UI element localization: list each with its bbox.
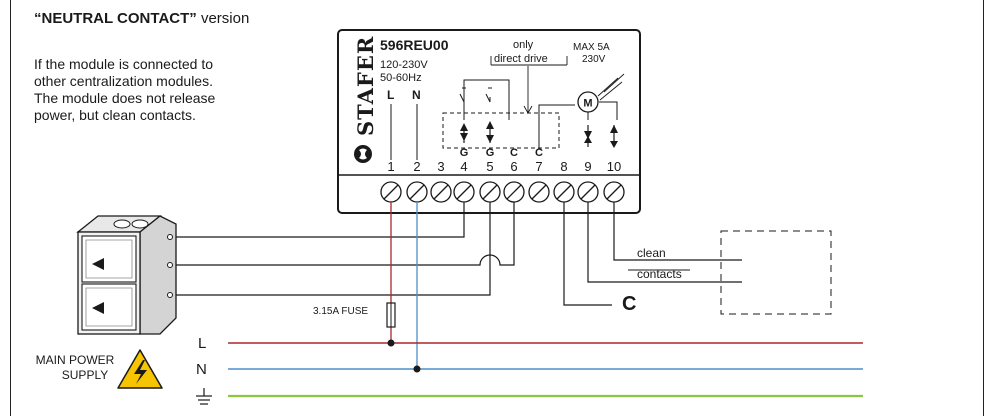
main-power-label: MAIN POWER bbox=[36, 353, 115, 367]
earth-ground-icon bbox=[196, 388, 212, 405]
page-title: “NEUTRAL CONTACT” version bbox=[34, 10, 250, 27]
terminal-number: 10 bbox=[607, 159, 621, 174]
module-voltage: 120-230V bbox=[380, 59, 428, 71]
description-line: If the module is connected to bbox=[34, 56, 213, 72]
description-line: power, but clean contacts. bbox=[34, 107, 196, 123]
pin-L-label: L bbox=[387, 88, 394, 102]
fuse-label: 3.15A FUSE bbox=[313, 306, 368, 317]
terminal-number: 1 bbox=[387, 159, 394, 174]
common-c-label: C bbox=[622, 293, 636, 315]
pin-N-label: N bbox=[412, 88, 421, 102]
terminal-number: 6 bbox=[510, 159, 517, 174]
contacts-label: contacts bbox=[637, 267, 682, 281]
max-voltage: 230V bbox=[582, 54, 606, 65]
arrow-marks bbox=[460, 121, 618, 148]
diagram-frame bbox=[10, 0, 984, 416]
terminal-number: 7 bbox=[535, 159, 542, 174]
note-direct-drive: direct drive bbox=[494, 53, 548, 65]
description-line: The module does not release bbox=[34, 90, 216, 106]
g-label-4: G bbox=[460, 147, 469, 159]
terminal-number: 3 bbox=[437, 159, 444, 174]
g-label-5: G bbox=[486, 147, 495, 159]
line-N-label: N bbox=[196, 361, 207, 378]
c-label-7: C bbox=[535, 147, 543, 159]
external-module-box bbox=[720, 230, 832, 315]
line-L-label: L bbox=[198, 335, 206, 352]
terminal-numbers: 1 2 3 4 5 6 7 8 9 10 bbox=[387, 159, 621, 174]
warning-high-voltage-icon bbox=[117, 349, 163, 389]
module-model: 596REU00 bbox=[380, 37, 449, 53]
module-frequency: 50-60Hz bbox=[380, 72, 422, 84]
note-only: only bbox=[513, 39, 534, 51]
external-wiring bbox=[170, 202, 742, 306]
junction-N bbox=[413, 365, 421, 373]
terminal-number: 8 bbox=[560, 159, 567, 174]
terminal-number: 2 bbox=[413, 159, 420, 174]
clean-label: clean bbox=[637, 246, 666, 260]
description-text: If the module is connected to other cent… bbox=[34, 56, 304, 124]
junction-L bbox=[387, 339, 395, 347]
c-label-6: C bbox=[510, 147, 518, 159]
fuse bbox=[386, 302, 396, 328]
terminal-number: 9 bbox=[584, 159, 591, 174]
wall-switch-icon bbox=[76, 215, 177, 335]
max-current: MAX 5A bbox=[573, 42, 610, 53]
supply-label: SUPPLY bbox=[62, 368, 108, 382]
internal-wiring bbox=[390, 79, 618, 160]
svg-text:M: M bbox=[583, 98, 592, 110]
svg-text:STAFER: STAFER bbox=[353, 36, 378, 136]
description-line: other centralization modules. bbox=[34, 73, 213, 89]
module-box bbox=[337, 29, 641, 214]
terminal-screws bbox=[380, 181, 625, 203]
terminal-number: 4 bbox=[460, 159, 467, 174]
terminal-number: 5 bbox=[486, 159, 493, 174]
stafer-logo-icon: STAFER bbox=[353, 36, 378, 163]
